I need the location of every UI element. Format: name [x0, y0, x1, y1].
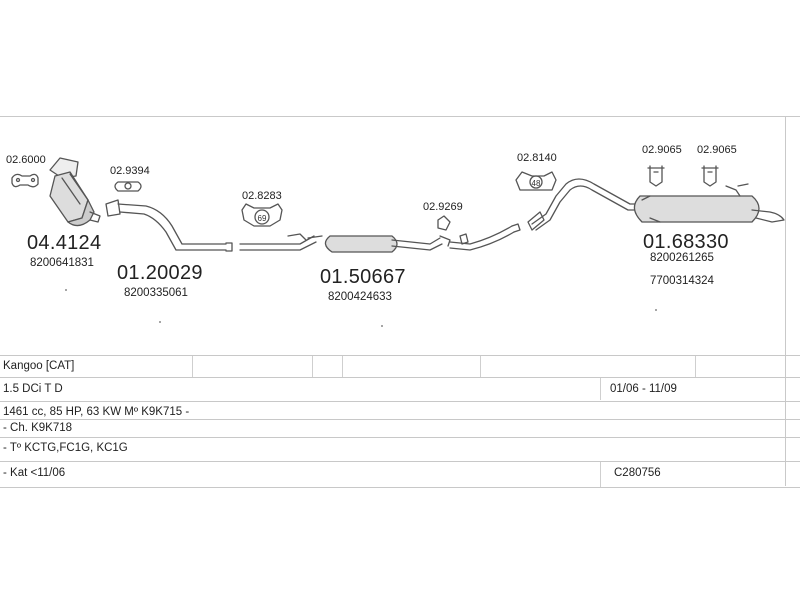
- main-part-number[interactable]: 01.50667: [320, 266, 406, 288]
- column-divider: [192, 356, 193, 378]
- rear-silencer-icon: [527, 178, 785, 231]
- info-row: - Kat <11/06 C280756: [0, 461, 800, 488]
- oem-number: 8200424633: [328, 291, 392, 303]
- main-part-number[interactable]: 01.20029: [117, 262, 203, 284]
- column-divider: [312, 356, 313, 378]
- info-cell-chassis: - Ch. K9K718: [3, 422, 73, 434]
- flange-gasket-icon: [114, 181, 142, 192]
- part-number-label[interactable]: 02.8140: [517, 152, 557, 164]
- main-part-number[interactable]: 01.68330: [643, 231, 729, 253]
- oem-number: 8200335061: [124, 287, 188, 299]
- clamp-icon: [241, 203, 283, 227]
- info-cell-spec: 1461 cc, 85 HP, 63 KW Mº K9K715 -: [3, 406, 190, 418]
- info-row: 1461 cc, 85 HP, 63 KW Mº K9K715 -: [0, 401, 800, 420]
- oem-number: 8200641831: [30, 257, 94, 269]
- right-border: [785, 116, 786, 486]
- clamp-icon: [515, 171, 557, 191]
- exhaust-diagram: 69 48: [11, 157, 785, 327]
- column-divider: [695, 356, 696, 378]
- column-divider: [600, 462, 601, 487]
- part-number-label[interactable]: 02.9394: [110, 165, 150, 177]
- center-silencer-icon: [239, 233, 451, 253]
- part-number-label[interactable]: 02.9065: [697, 144, 737, 156]
- info-row: Kangoo [CAT]: [0, 355, 800, 378]
- part-number-label[interactable]: 02.8283: [242, 190, 282, 202]
- clamp-size-label: 48: [532, 179, 541, 188]
- column-divider: [342, 356, 343, 378]
- info-row: - Tº KCTG,FC1G, KC1G: [0, 437, 800, 462]
- info-cell-code: C280756: [614, 467, 661, 479]
- info-row: - Ch. K9K718: [0, 419, 800, 438]
- info-cell-model: Kangoo [CAT]: [3, 360, 75, 372]
- part-number-label[interactable]: 02.9065: [642, 144, 682, 156]
- rubber-hanger-icon: [437, 215, 469, 245]
- front-pipe-icon: [105, 199, 233, 252]
- part-number-label[interactable]: 02.6000: [6, 154, 46, 166]
- oem-number: 8200261265: [650, 252, 714, 264]
- info-row: 1.5 DCi T D 01/06 - 11/09: [0, 377, 800, 400]
- main-part-number[interactable]: 04.4124: [27, 232, 102, 254]
- gasket-icon: [11, 173, 39, 188]
- info-cell-type: - Tº KCTG,FC1G, KC1G: [3, 442, 128, 454]
- top-border: [0, 116, 800, 117]
- hanger-icon: [701, 165, 719, 187]
- info-cell-engine: 1.5 DCi T D: [3, 383, 63, 395]
- column-divider: [600, 378, 601, 400]
- catalytic-converter-icon: [49, 157, 101, 227]
- clamp-size-label: 69: [258, 214, 267, 223]
- hanger-icon: [647, 165, 665, 187]
- part-number-label[interactable]: 02.9269: [423, 201, 463, 213]
- column-divider: [480, 356, 481, 378]
- oem-number: 7700314324: [650, 275, 714, 287]
- info-cell-cat: - Kat <11/06: [3, 467, 66, 479]
- info-cell-years: 01/06 - 11/09: [610, 383, 677, 395]
